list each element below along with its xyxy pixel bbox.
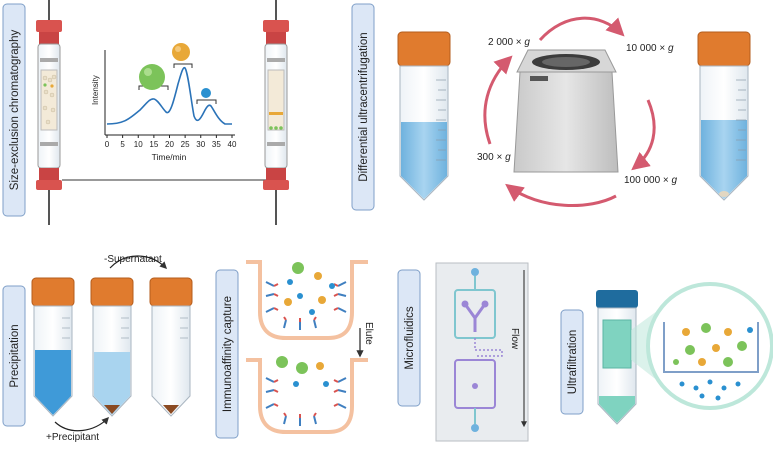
peak-bracket-small (196, 99, 217, 104)
x-tick-label: 20 (165, 140, 174, 149)
x-tick-label: 10 (134, 140, 143, 149)
x-tick-label: 15 (149, 140, 158, 149)
sec-column-before (36, 0, 62, 225)
duc-tube-start (397, 31, 451, 201)
precip-graduations (62, 317, 188, 339)
chromatogram-x-ticks: 0 5 10 15 20 25 30 35 40 (105, 135, 237, 149)
large-ev-particle (139, 64, 165, 90)
microfluidic-chip (435, 262, 529, 442)
precip-tube-1 (31, 277, 75, 417)
chromatogram-ylabel: Intensity (91, 75, 100, 105)
flow-label: Flow (509, 328, 520, 350)
immuno-well-upper (246, 260, 368, 340)
precip-tube-3 (149, 277, 193, 417)
precip-tube-2 (90, 277, 134, 417)
x-tick-label: 0 (105, 140, 110, 149)
x-tick-label: 5 (120, 140, 125, 149)
precipitant-arrow (54, 416, 109, 432)
chromatogram: Intensity 0 5 10 15 20 25 30 35 40 Time/min (91, 43, 237, 162)
centrifuge-icon (513, 49, 619, 173)
immunoaffinity-label-box: Immunoaffinity capture (215, 269, 239, 439)
x-tick-label: 30 (196, 140, 205, 149)
speed-label-300: 300 × g (477, 152, 511, 163)
duc-label-box: Differential ultracentrifugation (351, 3, 375, 211)
chromatogram-trace (106, 66, 232, 125)
duc-tube-end (697, 31, 751, 201)
cycle-arrow-bottom (505, 183, 617, 207)
peak-bracket-medium (173, 63, 193, 68)
small-ev-particle (201, 88, 211, 98)
supernatant-arrow (109, 255, 168, 270)
filter-zoom-circle (646, 282, 773, 410)
precipitant-label: +Precipitant (46, 432, 99, 443)
microfluidics-label: Microfluidics (404, 306, 416, 370)
sec-label: Size-exclusion chromatography (9, 30, 21, 191)
duc-label: Differential ultracentrifugation (358, 32, 370, 181)
speed-label-2000: 2 000 × g (488, 37, 530, 48)
immunoaffinity-label: Immunoaffinity capture (222, 296, 234, 412)
sec-column-after (263, 0, 289, 225)
speed-label-100000: 100 000 × g (624, 175, 678, 186)
speed-label-10000: 10 000 × g (626, 43, 674, 54)
precipitation-label-box: Precipitation (2, 285, 26, 427)
cycle-arrow-right (631, 99, 656, 171)
ultrafiltration-label-box: Ultrafiltration (560, 309, 584, 415)
x-tick-label: 25 (181, 140, 190, 149)
medium-ev-particle (172, 43, 190, 61)
supernatant-label: -Supernatant (104, 254, 162, 265)
precipitation-label: Precipitation (9, 324, 21, 387)
elute-label: Elute (363, 322, 374, 345)
x-tick-label: 40 (228, 140, 237, 149)
microfluidics-label-box: Microfluidics (397, 269, 421, 407)
ultrafiltration-label: Ultrafiltration (567, 330, 579, 395)
cycle-arrow-top (538, 16, 625, 41)
x-tick-label: 35 (212, 140, 221, 149)
chromatogram-xlabel: Time/min (152, 152, 187, 162)
sec-label-box: Size-exclusion chromatography (2, 3, 26, 217)
cycle-arrow-left (483, 55, 513, 145)
immuno-well-lower (246, 356, 368, 434)
